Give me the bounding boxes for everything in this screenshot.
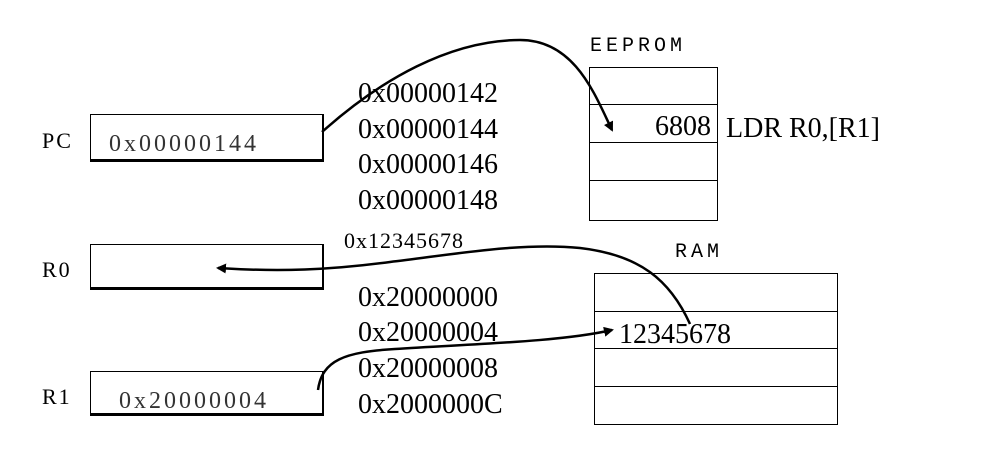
- ram-title: RAM: [675, 241, 724, 264]
- r0-register-box: [90, 244, 324, 290]
- eeprom-address: 0x00000148: [358, 185, 498, 216]
- eeprom-address: 0x00000146: [358, 149, 498, 180]
- ram-cell: 12345678: [594, 311, 838, 350]
- ram-cell: [594, 386, 838, 425]
- pc-register-value: 0x00000144: [109, 131, 259, 157]
- ram-cell: [594, 348, 838, 388]
- ram-address: 0x20000004: [358, 317, 498, 348]
- eeprom-cell: [589, 180, 718, 221]
- instruction-text: LDR R0,[R1]: [726, 113, 880, 144]
- eeprom-cell: [589, 142, 718, 182]
- eeprom-cell-value: 6808: [655, 111, 711, 142]
- ram-address: 0x2000000C: [358, 389, 503, 420]
- eeprom-address: 0x00000142: [358, 78, 498, 109]
- transfer-value-label: 0x12345678: [344, 228, 464, 253]
- ram-address: 0x20000000: [358, 282, 498, 313]
- pc-to-eeprom-arrow: [321, 38, 614, 133]
- eeprom-address: 0x00000144: [358, 114, 498, 145]
- r1-register-box: 0x20000004: [90, 371, 324, 416]
- r1-label: R1: [42, 384, 72, 409]
- r1-to-ram-arrow: [316, 326, 614, 391]
- eeprom-title: EEPROM: [590, 35, 687, 58]
- r1-register-value: 0x20000004: [119, 388, 269, 414]
- pc-label: PC: [42, 128, 73, 153]
- pc-register-box: 0x00000144: [90, 114, 324, 162]
- ram-address: 0x20000008: [358, 353, 498, 384]
- ram-to-r0-arrow: [216, 245, 692, 325]
- ram-cell-value: 12345678: [619, 319, 731, 350]
- r0-label: R0: [42, 257, 72, 282]
- ram-cell: [594, 273, 838, 313]
